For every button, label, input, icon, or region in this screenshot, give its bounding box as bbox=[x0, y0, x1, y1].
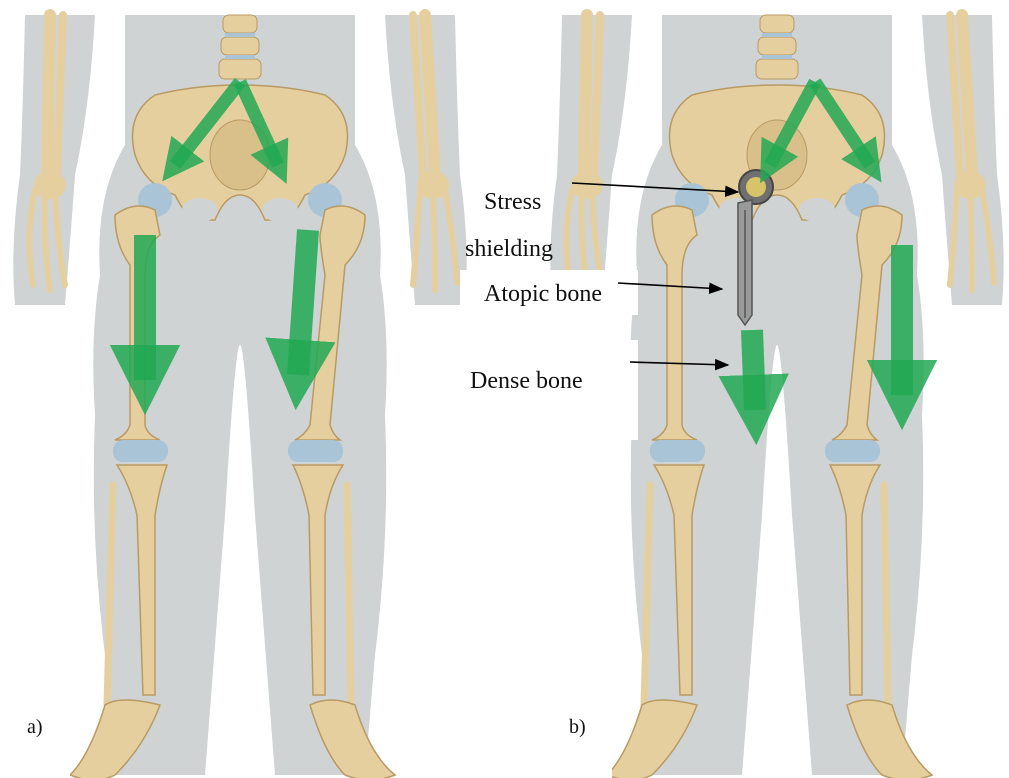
stress-label-line2: shielding bbox=[465, 237, 553, 261]
panel-b-label: b) bbox=[569, 717, 586, 737]
panel-a-label: a) bbox=[27, 717, 43, 737]
stress-label-line1: Stress bbox=[484, 190, 541, 214]
panel-a-skeleton bbox=[13, 15, 466, 778]
atopic-bone-label: Atopic bone bbox=[484, 282, 602, 306]
load-arrow bbox=[298, 230, 308, 375]
load-arrow bbox=[752, 330, 755, 410]
dense-bone-label: Dense bone bbox=[470, 369, 583, 393]
